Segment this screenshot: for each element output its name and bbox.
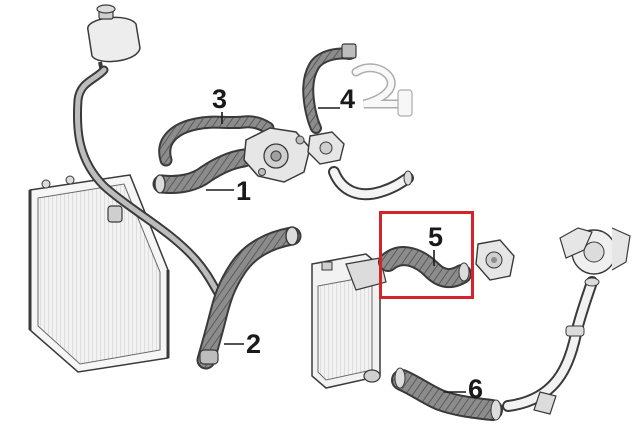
thermostat-housing <box>243 127 311 183</box>
throttle-body <box>475 239 515 281</box>
hose-6 <box>391 367 503 421</box>
turbo-outlet-pipe <box>502 276 600 415</box>
turbocharger <box>559 227 631 275</box>
hose-5 <box>378 246 472 289</box>
expansion-tank <box>87 4 141 73</box>
hose-4 <box>302 43 357 134</box>
callout-4: 4 <box>340 84 356 114</box>
hose-3 <box>158 115 275 167</box>
intercooler <box>311 253 387 389</box>
outlet-fitting <box>307 131 345 165</box>
hose-1 <box>152 148 254 194</box>
callout-1: 1 <box>236 176 252 206</box>
radiator <box>28 174 170 373</box>
ghost-pipe <box>351 63 413 117</box>
highlight-box-part-5 <box>379 211 474 299</box>
lower-coolant-pipe <box>328 166 414 201</box>
leader-lines <box>206 107 466 393</box>
hose-2 <box>196 226 302 370</box>
callout-2: 2 <box>246 329 262 359</box>
callout-3: 3 <box>212 84 228 114</box>
callout-6: 6 <box>468 374 484 404</box>
callout-5: 5 <box>428 222 444 252</box>
